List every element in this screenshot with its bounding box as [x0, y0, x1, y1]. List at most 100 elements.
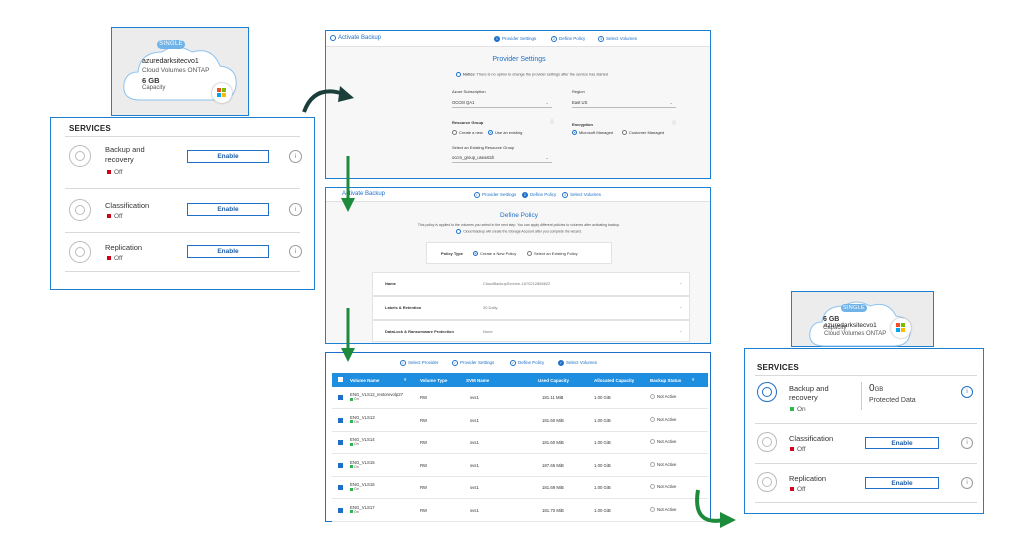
rg-use-existing-radio[interactable]: Use an existing — [488, 130, 522, 136]
used-capacity: 181.70 MiB — [542, 507, 564, 513]
filter-icon[interactable]: ▿ — [692, 377, 695, 382]
volume-name: ENG_VLS13 On — [350, 414, 375, 424]
enable-classification-button[interactable]: Enable — [865, 437, 939, 449]
enable-classification-button[interactable]: Enable — [187, 203, 269, 216]
service-row-classification: Classification Off Enable i — [65, 188, 302, 232]
volume-type: RW — [420, 507, 428, 513]
capacity-label: Capacity — [142, 85, 166, 91]
status-icon — [650, 439, 655, 445]
row-checkbox[interactable] — [338, 485, 343, 491]
chevron-down-icon[interactable]: ⌄ — [679, 280, 683, 285]
allocated-capacity: 1.00 GiB — [594, 440, 611, 445]
info-icon[interactable]: i — [289, 203, 302, 216]
volume-state: On — [350, 420, 375, 424]
info-icon[interactable]: i — [961, 477, 973, 489]
rg-create-new-radio[interactable]: Create a new — [452, 130, 483, 136]
info-icon[interactable]: i — [289, 245, 302, 258]
replication-icon — [757, 472, 777, 492]
step-provider-settings: ✓Provider Settings — [452, 360, 495, 366]
services-panel-before: SERVICES Backup and recovery Off Enable … — [50, 117, 315, 290]
enable-backup-button[interactable]: Enable — [187, 150, 269, 163]
row-checkbox[interactable] — [338, 417, 343, 423]
col-volume-type[interactable]: Volume Type — [420, 378, 448, 383]
flow-arrow-down-2 — [341, 308, 355, 362]
service-status-backup: On — [790, 406, 806, 413]
svm-name: svs1 — [470, 417, 479, 423]
wizard-title: Activate Backup — [330, 35, 381, 41]
policy-name-row[interactable]: Name CloudBackupService-1670212865622 ⌄ — [372, 272, 690, 296]
policy-name-value: CloudBackupService-1670212865622 — [483, 281, 551, 286]
policy-type-row: Policy Type Create a New Policy Select a… — [426, 242, 612, 264]
backup-status: Not Active — [650, 394, 676, 400]
page-title: Define Policy — [500, 212, 538, 219]
step-select-provider: ✓Select Provider — [400, 360, 439, 366]
volume-state: On — [350, 465, 375, 469]
microsoft-azure-icon — [212, 83, 232, 103]
allocated-capacity: 1.00 GiB — [594, 485, 611, 490]
step-select-volumes: ✓Select Volumes — [558, 360, 598, 366]
col-backup-status[interactable]: Backup Status — [650, 378, 682, 383]
existing-rg-select[interactable]: occm_group_useast1h⌄ — [452, 155, 552, 163]
table-row[interactable]: ENG_VLS12_restorevolp27 On RW svs1 181.1… — [332, 387, 708, 409]
flow-arrow-curved-bottom — [695, 489, 736, 528]
table-row[interactable]: ENG_VLS17 On RW svs1 181.70 MiB 1.00 GiB… — [332, 499, 708, 522]
service-name-replication: Replication — [105, 243, 143, 252]
datalock-label: DataLock & Ransomware Protection — [385, 329, 454, 334]
select-all-checkbox[interactable] — [338, 377, 343, 383]
info-icon[interactable]: i — [961, 386, 973, 398]
select-existing-policy-radio[interactable]: Select an Existing Policy — [527, 251, 578, 257]
enable-replication-button[interactable]: Enable — [865, 477, 939, 489]
region-select[interactable]: East US⌄ — [572, 100, 676, 108]
subscription-select[interactable]: OCCM QA1⌄ — [452, 100, 552, 108]
info-icon[interactable]: ⓘ — [672, 120, 676, 125]
col-allocated-capacity[interactable]: Allocated Capacity — [594, 378, 635, 383]
policy-type-label: Policy Type — [441, 251, 463, 256]
classification-icon — [69, 199, 91, 221]
table-row[interactable]: ENG_VLS16 On RW svs1 181.69 MiB 1.00 GiB… — [332, 477, 708, 499]
capacity-value: 6 GB — [823, 316, 840, 323]
info-icon[interactable]: i — [289, 150, 302, 163]
filter-icon[interactable]: ▿ — [404, 377, 407, 382]
labels-retention-label: Labels & Retention — [385, 305, 422, 310]
backup-status: Not Active — [650, 484, 676, 490]
service-name-replication: Replication — [789, 474, 827, 483]
col-volume-name[interactable]: Volume Name — [350, 378, 380, 383]
enable-replication-button[interactable]: Enable — [187, 245, 269, 258]
chevron-down-icon[interactable]: ⌄ — [679, 304, 683, 309]
info-icon[interactable]: i — [961, 437, 973, 449]
labels-retention-row[interactable]: Labels & Retention 30 Daily ⌄ — [372, 296, 690, 320]
row-checkbox[interactable] — [338, 507, 343, 513]
table-row[interactable]: ENG_VLS15 On RW svs1 187.65 MiB 1.00 GiB… — [332, 454, 708, 477]
table-row[interactable]: ENG_VLS14 On RW svs1 181.60 MiB 1.00 GiB… — [332, 432, 708, 454]
service-name-backup: Backup and recovery — [789, 384, 829, 402]
col-used-capacity[interactable]: Used Capacity — [538, 378, 570, 383]
service-status-replication: Off — [107, 255, 123, 262]
create-new-policy-radio[interactable]: Create a New Policy — [473, 251, 516, 257]
info-icon[interactable]: ⓘ — [550, 119, 554, 124]
chevron-down-icon[interactable]: ⌄ — [679, 328, 683, 333]
back-icon[interactable] — [330, 35, 336, 41]
row-checkbox[interactable] — [338, 395, 343, 401]
svm-name: svs1 — [470, 462, 479, 468]
datalock-row[interactable]: DataLock & Ransomware Protection None ⌄ — [372, 320, 690, 342]
existing-rg-label: Select an Existing Resource Group — [452, 145, 515, 150]
volume-type: RW — [420, 395, 428, 400]
protected-data-label: Protected Data — [869, 397, 916, 404]
row-checkbox[interactable] — [338, 462, 343, 468]
volume-type: RW — [420, 417, 428, 423]
service-status-classification: Off — [107, 213, 123, 220]
table-row[interactable]: ENG_VLS13 On RW svs1 181.60 MiB 1.00 GiB… — [332, 409, 708, 432]
enc-customer-radio[interactable]: Customer Managed — [622, 130, 664, 136]
services-panel-after: SERVICES Backup and recovery On 0GB Prot… — [744, 348, 984, 514]
allocated-capacity: 1.00 GiB — [594, 462, 611, 468]
working-environment-card-after[interactable]: SINGLE azuredarksitecvo1 Cloud Volumes O… — [791, 291, 934, 347]
col-svm-name[interactable]: SVM Name — [466, 378, 490, 383]
svm-name: svs1 — [470, 395, 479, 400]
working-environment-card-before[interactable]: SINGLE azuredarksitecvo1 Cloud Volumes O… — [111, 27, 249, 116]
classification-icon — [757, 432, 777, 452]
service-row-replication: Replication Off Enable i — [755, 463, 977, 503]
enc-microsoft-radio[interactable]: Microsoft Managed — [572, 130, 613, 136]
allocated-capacity: 1.00 GiB — [594, 507, 611, 513]
row-checkbox[interactable] — [338, 440, 343, 446]
